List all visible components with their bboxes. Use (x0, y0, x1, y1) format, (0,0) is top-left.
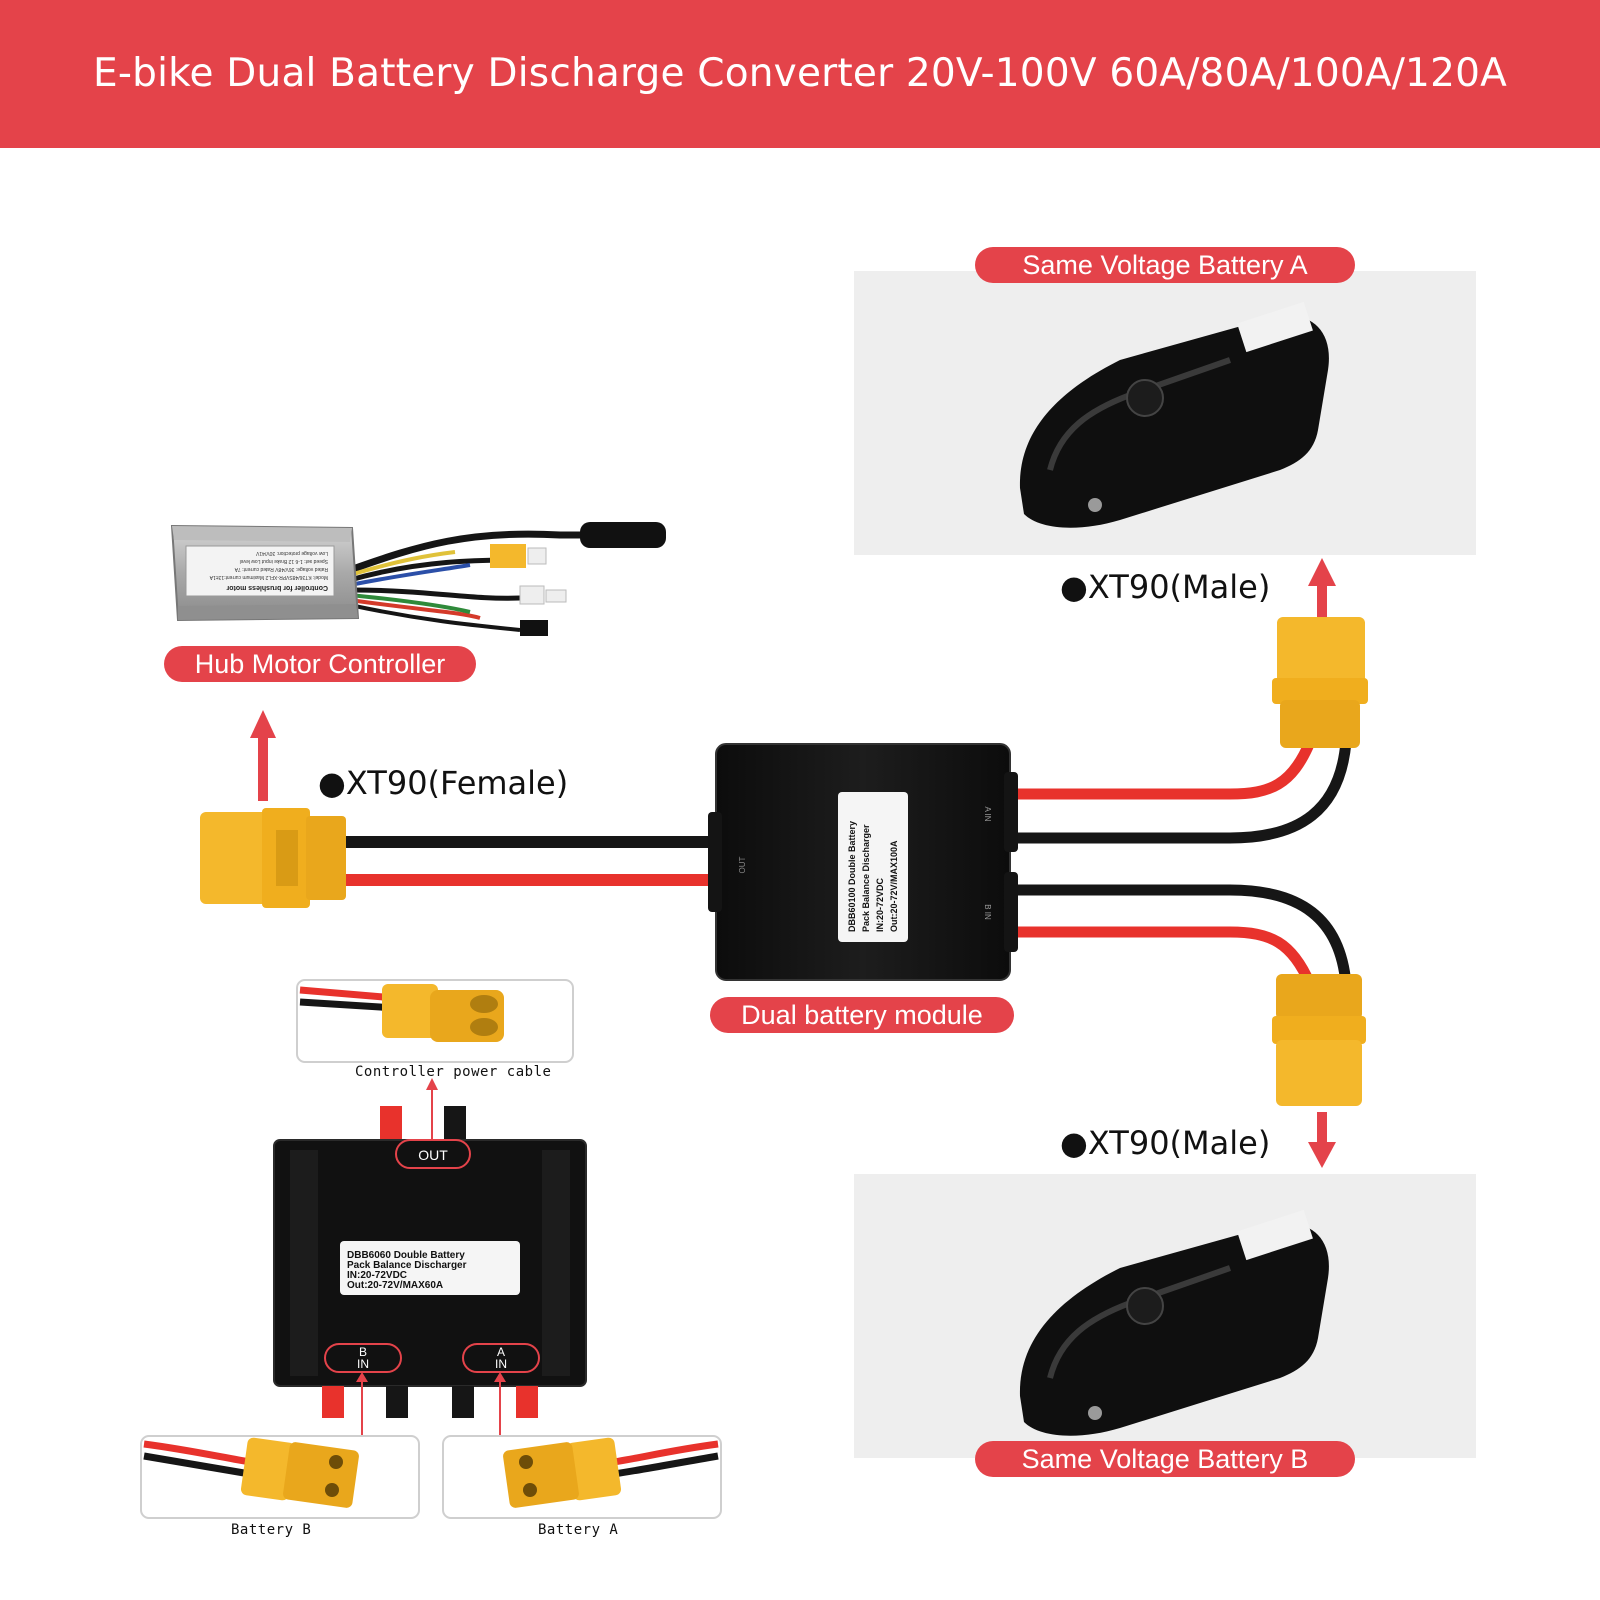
output-cable (340, 836, 712, 886)
inset-label-line2: Pack Balance Discharger (347, 1260, 467, 1271)
module-label-line2: Pack Balance Discharger (861, 824, 871, 932)
controller-label-line1: Model: KT36/48SVPR-XFL2 Maximum current:… (209, 574, 328, 580)
module-label-card (838, 792, 908, 942)
xt90-male-bottom-tag: ●XT90(Male) (1060, 1124, 1271, 1162)
inset-module (273, 1078, 587, 1436)
controller-label-line4: Low voltage protection: 30V/41V (255, 550, 328, 556)
page-title: E-bike Dual Battery Discharge Converter … (93, 51, 1507, 96)
battery-a-cable (1010, 739, 1352, 844)
inset-battery-a-cable (442, 1435, 722, 1519)
module-label-pill: Dual battery module (710, 997, 1014, 1033)
header-banner (0, 0, 1600, 148)
module-label-line4: Out:20-72V/MAX100A (889, 840, 899, 932)
xt90-female-tag: ●XT90(Female) (318, 764, 569, 802)
module-b-in-label: B IN (983, 904, 992, 920)
xt90-male-bottom-connector (1272, 974, 1366, 1106)
inset-a-in-letter: A (497, 1345, 505, 1359)
battery-b-image (1019, 1209, 1329, 1436)
xt90-female-connector (200, 808, 346, 908)
module-label-line3: IN:20-72VDC (875, 877, 885, 932)
arrow-down-battery-b-icon (1308, 1112, 1336, 1168)
inset-controller-cable (296, 979, 574, 1063)
inset-cable-caption: Controller power cable (355, 1064, 552, 1080)
inset-battery-b-caption: Battery B (231, 1522, 312, 1538)
module-out-label: OUT (738, 856, 747, 873)
battery-a-lock-icon (1088, 498, 1102, 512)
module-label: DBB60100 Double Battery Pack Balance Dis… (847, 821, 899, 932)
arrow-up-battery-a-icon (1308, 558, 1336, 617)
inset-battery-a-caption: Battery A (538, 1522, 619, 1538)
controller-label-line2: Rated voltage: 36V/48V Rated current: 7A (234, 566, 328, 572)
controller-label: Controller for brushless motor Model: KT… (209, 550, 328, 591)
battery-b-lock-icon (1088, 1406, 1102, 1420)
inset-label-line4: Out:20-72V/MAX60A (347, 1280, 443, 1291)
inset-label-line1: DBB6060 Double Battery (347, 1250, 465, 1261)
controller-label-line3: Speed set: 1-6 12 Brake input Low level (240, 558, 328, 564)
dual-battery-module (708, 743, 1018, 981)
battery-b-label: Same Voltage Battery B (975, 1441, 1355, 1477)
inset-battery-b-cable (140, 1435, 420, 1519)
inset-b-in-letter: B (359, 1345, 367, 1359)
arrow-up-controller-icon (250, 710, 276, 801)
inset-b-in-word: IN (357, 1357, 369, 1371)
xt90-male-top-tag: ●XT90(Male) (1060, 568, 1271, 606)
module-label-line1: DBB60100 Double Battery (847, 821, 857, 932)
inset-out-label: OUT (418, 1147, 448, 1163)
controller-image (170, 522, 666, 636)
battery-a-label: Same Voltage Battery A (975, 247, 1355, 283)
battery-b-cable (1010, 884, 1352, 987)
controller-label-pill: Hub Motor Controller (164, 646, 476, 682)
controller-label-title: Controller for brushless motor (226, 584, 328, 591)
inset-a-in-word: IN (495, 1357, 507, 1371)
inset-label-line3: IN:20-72VDC (347, 1270, 407, 1281)
battery-a-image (1019, 301, 1329, 528)
module-a-in-label: A IN (983, 806, 992, 821)
xt90-male-top-connector (1272, 617, 1368, 748)
